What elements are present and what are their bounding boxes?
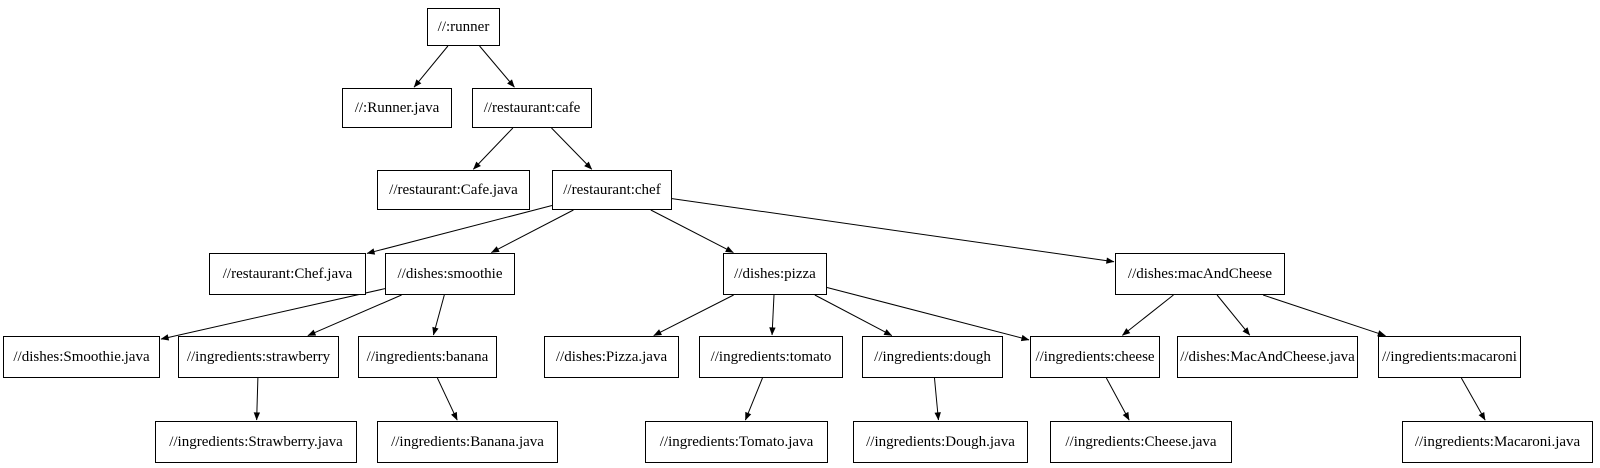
edge-chef-to-pizza bbox=[650, 209, 734, 253]
edge-cafe-to-chef bbox=[551, 127, 593, 170]
graph-node-dough: //ingredients:dough bbox=[862, 336, 1003, 378]
edge-mac-and-cheese-to-cheese bbox=[1122, 294, 1174, 336]
edge-runner-to-runner-java bbox=[413, 45, 449, 88]
graph-node-chef: //restaurant:chef bbox=[552, 170, 672, 210]
graph-node-macaroni-java: //ingredients:Macaroni.java bbox=[1402, 421, 1593, 463]
edge-chef-to-smoothie bbox=[491, 209, 574, 253]
graph-node-smoothie-java: //dishes:Smoothie.java bbox=[3, 336, 160, 378]
edge-tomato-to-tomato-java bbox=[744, 377, 763, 421]
edge-strawberry-to-strawberry-java bbox=[253, 377, 261, 421]
graph-node-runner: //:runner bbox=[427, 8, 500, 46]
graph-node-banana-java: //ingredients:Banana.java bbox=[377, 421, 558, 463]
graph-node-mac-and-cheese: //dishes:macAndCheese bbox=[1115, 253, 1285, 295]
graph-node-cheese-java: //ingredients:Cheese.java bbox=[1050, 421, 1232, 463]
edge-pizza-to-pizza-java bbox=[653, 294, 734, 336]
edge-dough-to-dough-java bbox=[933, 377, 941, 421]
graph-node-cheese: //ingredients:cheese bbox=[1030, 336, 1160, 378]
edge-mac-and-cheese-to-mac-and-cheese-java bbox=[1216, 294, 1251, 336]
edge-pizza-to-cheese bbox=[826, 287, 1030, 342]
graph-node-pizza-java: //dishes:Pizza.java bbox=[544, 336, 679, 378]
edge-runner-to-cafe bbox=[479, 45, 515, 88]
graph-node-dough-java: //ingredients:Dough.java bbox=[853, 421, 1028, 463]
edge-smoothie-to-smoothie-java bbox=[160, 288, 386, 341]
edge-pizza-to-dough bbox=[814, 294, 893, 336]
graph-node-cafe-java: //restaurant:Cafe.java bbox=[377, 170, 530, 210]
edge-cafe-to-cafe-java bbox=[472, 127, 514, 170]
edge-smoothie-to-strawberry bbox=[307, 294, 402, 337]
graph-node-strawberry-java: //ingredients:Strawberry.java bbox=[155, 421, 357, 463]
edge-chef-to-mac-and-cheese bbox=[671, 198, 1115, 264]
graph-node-banana: //ingredients:banana bbox=[358, 336, 497, 378]
edge-macaroni-to-macaroni-java bbox=[1460, 377, 1486, 421]
edge-smoothie-to-banana bbox=[432, 294, 445, 336]
graph-node-mac-and-cheese-java: //dishes:MacAndCheese.java bbox=[1177, 336, 1358, 378]
edge-chef-to-chef-java bbox=[366, 205, 553, 255]
edge-pizza-to-tomato bbox=[769, 294, 776, 336]
graph-node-runner-java: //:Runner.java bbox=[342, 88, 452, 128]
graph-node-macaroni: //ingredients:macaroni bbox=[1378, 336, 1521, 378]
edge-cheese-to-cheese-java bbox=[1105, 377, 1130, 421]
graph-node-tomato: //ingredients:tomato bbox=[699, 336, 843, 378]
graph-node-pizza: //dishes:pizza bbox=[723, 253, 827, 295]
graph-node-cafe: //restaurant:cafe bbox=[472, 88, 592, 128]
graph-node-smoothie: //dishes:smoothie bbox=[385, 253, 515, 295]
edge-banana-to-banana-java bbox=[436, 377, 458, 421]
edge-mac-and-cheese-to-macaroni bbox=[1262, 294, 1386, 337]
graph-node-chef-java: //restaurant:Chef.java bbox=[209, 253, 366, 295]
graph-node-tomato-java: //ingredients:Tomato.java bbox=[645, 421, 828, 463]
graph-node-strawberry: //ingredients:strawberry bbox=[178, 336, 339, 378]
